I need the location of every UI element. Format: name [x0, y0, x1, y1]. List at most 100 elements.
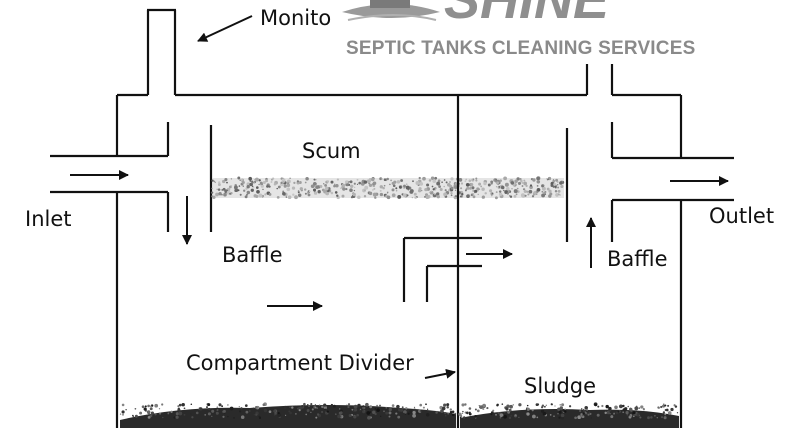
sludge-speck — [632, 411, 636, 415]
compartment-divider-label: Compartment Divider — [186, 351, 414, 375]
scum-speck — [481, 195, 485, 199]
scum-speck — [469, 186, 473, 190]
scum-speck — [414, 196, 417, 199]
sludge-speck — [650, 416, 653, 419]
sludge-speck — [609, 412, 611, 415]
sludge-speck — [564, 408, 566, 411]
sludge-speck — [366, 411, 371, 415]
sludge-speck — [443, 403, 447, 407]
sludge-speck — [337, 414, 341, 419]
sludge-speck — [604, 411, 607, 415]
scum-speck — [523, 189, 527, 193]
sludge-speck — [536, 403, 540, 406]
sludge-speck — [273, 414, 276, 416]
scum-speck — [422, 176, 426, 181]
sludge-speck — [627, 405, 629, 408]
sludge-speck — [189, 413, 192, 416]
sludge-speck — [291, 406, 294, 409]
scum-speck — [472, 178, 475, 180]
sludge-speck — [462, 410, 464, 413]
scum-speck — [432, 188, 436, 191]
sludge-speck — [626, 414, 629, 416]
scum-speck — [505, 186, 510, 191]
scum-speck — [557, 189, 561, 193]
scum-speck — [415, 181, 420, 185]
sludge-speck — [149, 407, 153, 411]
sludge-speck — [221, 405, 224, 408]
scum-speck — [409, 190, 413, 194]
scum-speck — [459, 195, 462, 198]
scum-speck — [553, 182, 557, 186]
sludge-speck — [622, 408, 626, 412]
sludge-speck — [218, 403, 222, 407]
sludge-speck — [173, 416, 176, 419]
sludge-speck — [321, 410, 324, 414]
scum-speck — [363, 194, 367, 198]
scum-speck — [291, 186, 296, 190]
sludge-speck — [222, 415, 225, 418]
sludge-speck — [660, 416, 664, 419]
scum-speck — [494, 196, 498, 200]
scum-speck — [450, 177, 454, 181]
sludge-speck — [277, 413, 282, 417]
scum-speck — [464, 189, 467, 192]
sludge-speck — [495, 413, 497, 416]
sludge-speck — [482, 403, 486, 408]
scum-speck — [262, 180, 266, 185]
sludge-speck — [277, 412, 280, 415]
sludge-speck — [403, 412, 405, 415]
scum-speck — [252, 181, 256, 184]
sludge-speck — [154, 403, 159, 408]
sludge-speck — [585, 412, 588, 415]
scum-speck — [217, 188, 221, 191]
sludge-speck — [183, 407, 186, 410]
sludge-speck — [397, 415, 401, 419]
scum-speck — [310, 184, 315, 189]
scum-speck — [495, 191, 498, 194]
scum-speck — [237, 176, 241, 180]
scum-speck — [234, 188, 239, 193]
scum-speck — [336, 178, 339, 181]
sludge-speck — [667, 404, 670, 407]
scum-speck — [495, 186, 498, 188]
scum-speck — [536, 176, 540, 181]
sludge-speck — [505, 407, 509, 411]
scum-speck — [356, 183, 359, 185]
sludge-speck — [461, 412, 464, 415]
sludge-speck — [622, 404, 625, 408]
sludge-speck — [647, 416, 650, 420]
sludge-speck — [306, 409, 310, 412]
sludge-speck — [459, 416, 462, 419]
sludge-speck — [306, 412, 309, 415]
sludge-speck — [388, 411, 392, 415]
sludge-speck — [208, 407, 211, 411]
scum-speck — [323, 183, 325, 185]
sludge-speck — [474, 408, 477, 411]
scum-speck — [350, 196, 354, 199]
sludge-speck — [404, 413, 407, 415]
scum-speck — [230, 178, 233, 180]
scum-speck — [261, 196, 264, 199]
scum-speck — [487, 183, 491, 187]
scum-speck — [268, 192, 272, 196]
sludge-speck — [379, 404, 381, 407]
sludge-speck — [330, 403, 334, 407]
sludge-speck — [657, 406, 660, 409]
scum-speck — [259, 181, 263, 185]
scum-speck — [383, 178, 387, 181]
scum-speck — [541, 193, 546, 198]
scum-speck — [230, 185, 233, 187]
scum-speck — [554, 186, 557, 189]
scum-speck — [304, 188, 307, 191]
scum-speck — [353, 182, 356, 185]
scum-speck — [312, 181, 317, 186]
sludge-speck — [559, 406, 564, 410]
sludge-speck — [531, 409, 534, 412]
scum-speck — [466, 194, 470, 198]
sludge-speck — [191, 416, 194, 419]
sludge-speck — [540, 406, 544, 409]
scum-speck — [374, 196, 377, 199]
sludge-speck — [262, 403, 266, 407]
sludge-speck — [422, 406, 425, 409]
scum-speck — [372, 192, 377, 197]
